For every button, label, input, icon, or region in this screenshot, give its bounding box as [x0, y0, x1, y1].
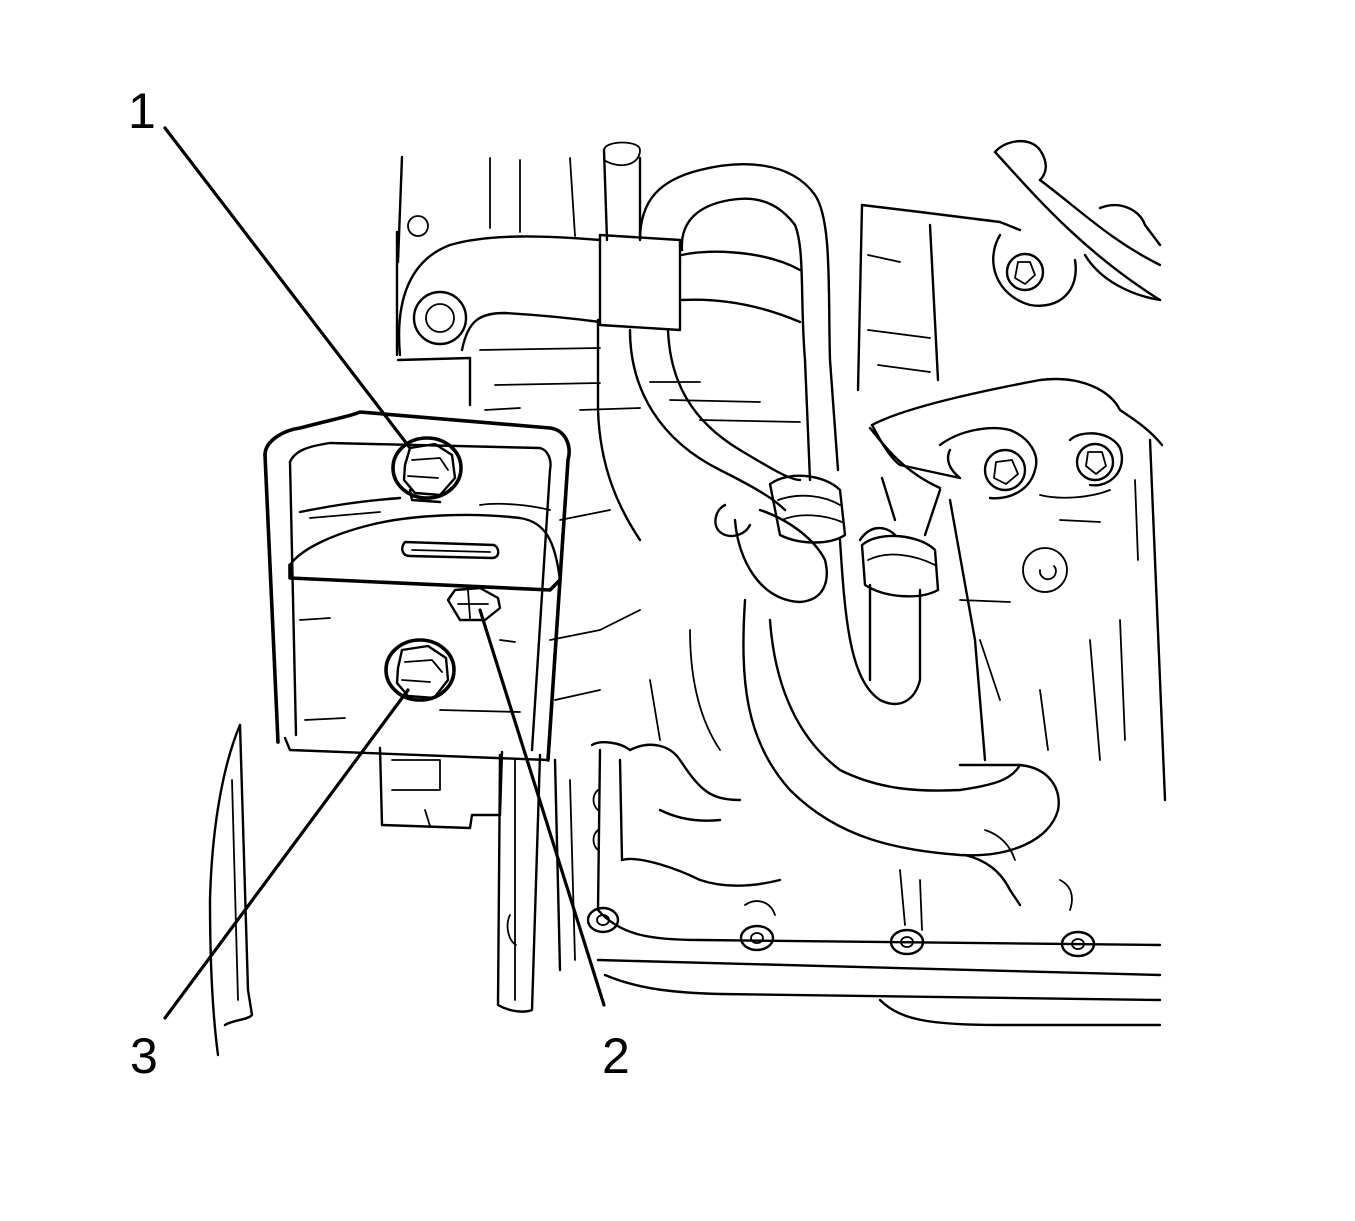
oil-pan: [586, 629, 1162, 1027]
bolt-2: [446, 586, 502, 622]
engine-block: [395, 155, 1167, 802]
right-bracket: [870, 377, 1164, 500]
bolt-1: [391, 436, 463, 504]
mount-bracket: [263, 410, 641, 762]
frame-legs: [208, 723, 576, 1057]
callout-label-2: 2: [602, 1028, 630, 1084]
callout-label-1: 1: [128, 83, 156, 139]
callout-leaders: [163, 126, 606, 1020]
callout-label-3: 3: [130, 1028, 158, 1084]
leader-line-1: [163, 126, 412, 450]
upper-coolant-pipe: [396, 141, 802, 407]
upper-casting: [992, 140, 1162, 307]
callout-labels: 1 2 3: [128, 83, 630, 1084]
bolt-3: [384, 638, 456, 702]
hose-assembly: [596, 163, 1060, 907]
leader-line-2: [478, 608, 606, 1007]
leader-line-3: [163, 688, 410, 1020]
